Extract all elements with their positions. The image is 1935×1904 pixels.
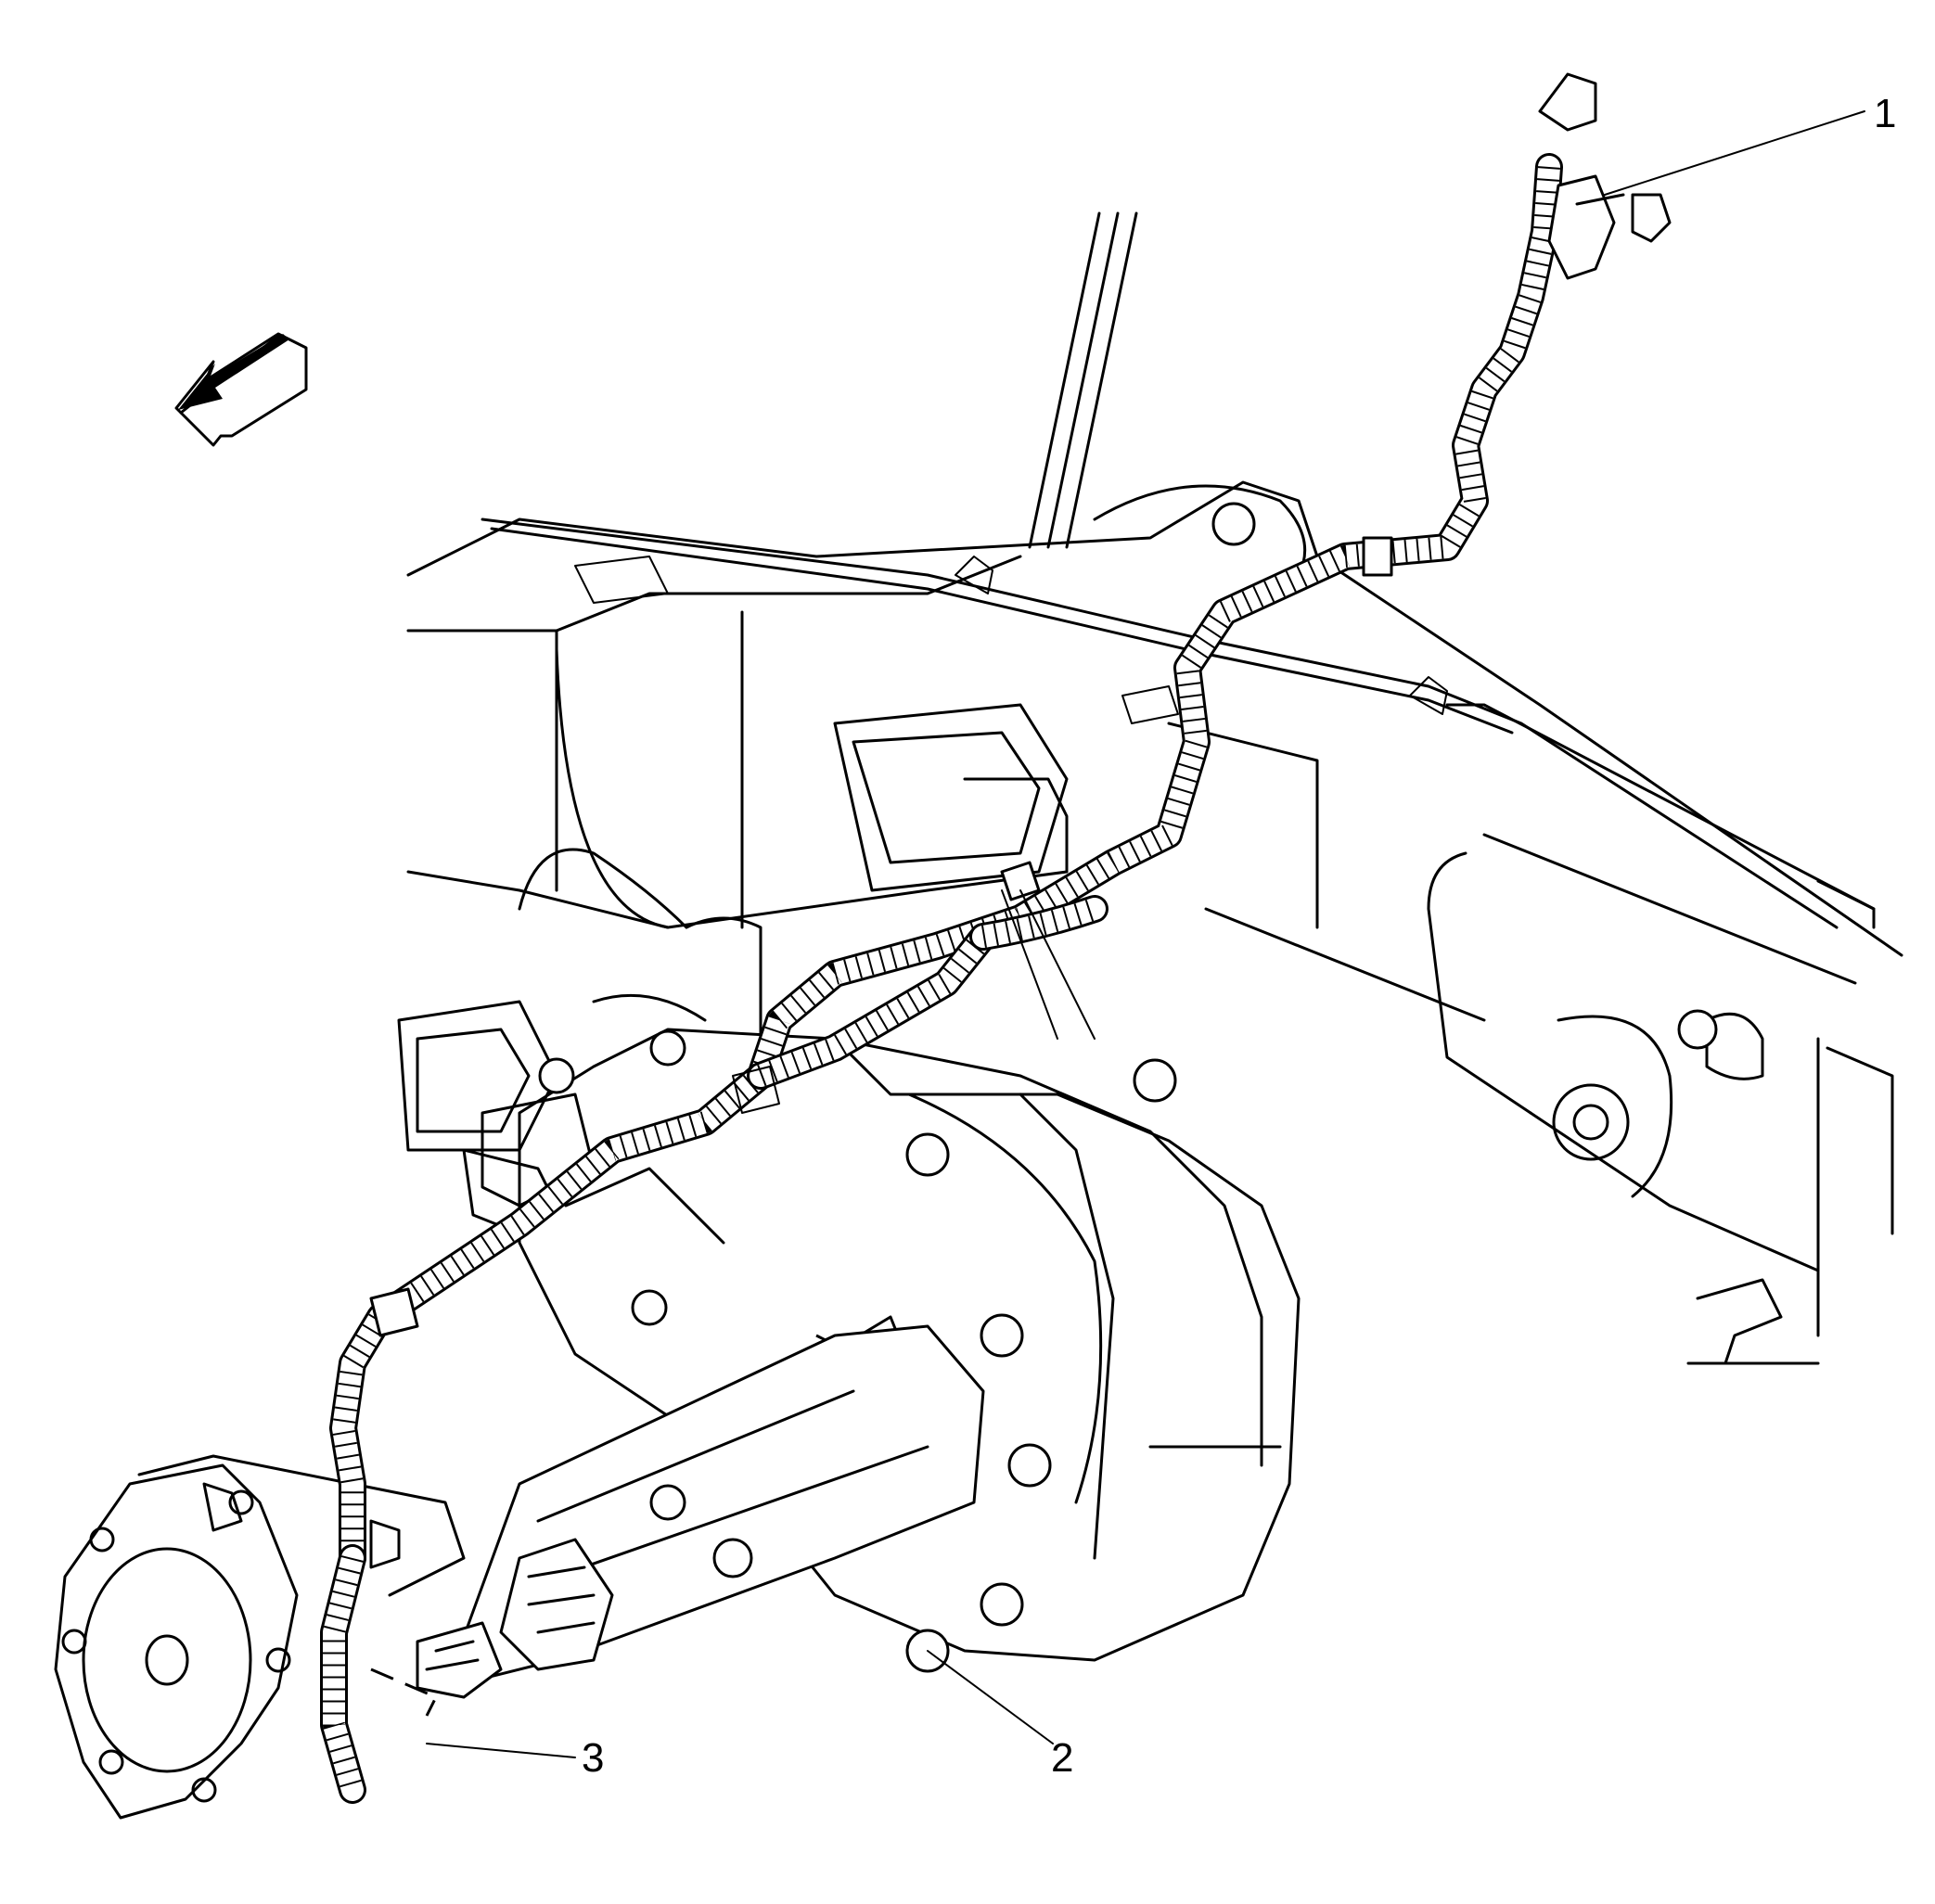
vertical-tubes <box>1028 211 1138 549</box>
brake-lines <box>481 518 1876 929</box>
clips <box>732 685 1179 1114</box>
callout-2-label: 2 <box>1051 1735 1073 1781</box>
frame-crossmember <box>406 480 1903 1365</box>
callout-1-label: 1 <box>1874 91 1896 136</box>
callout-3-label: 3 <box>582 1735 604 1781</box>
leader-lines <box>426 110 1865 1758</box>
wiring-harness <box>320 72 1672 1804</box>
wheel-speed-sensor <box>370 1538 614 1717</box>
callout-labels: 1 2 3 <box>582 91 1896 1781</box>
forward-direction-arrow-icon <box>174 332 308 447</box>
bolts <box>538 1009 1718 1673</box>
